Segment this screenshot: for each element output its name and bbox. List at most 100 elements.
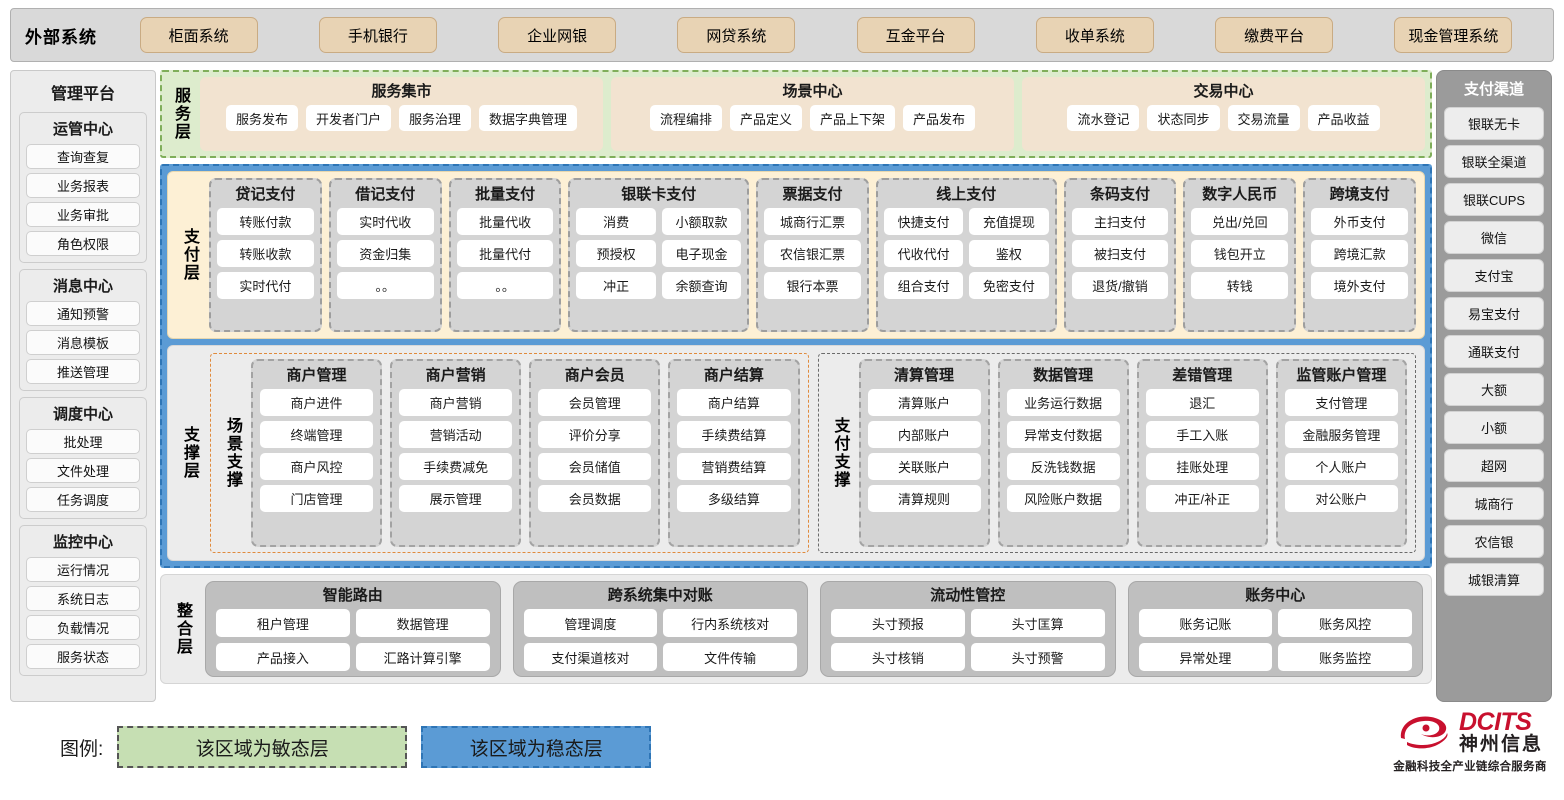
external-system-item[interactable]: 缴费平台 [1215, 17, 1333, 53]
management-item[interactable]: 角色权限 [26, 231, 140, 256]
payment-channel-item[interactable]: 城银清算 [1444, 563, 1544, 596]
management-item[interactable]: 任务调度 [26, 487, 140, 512]
external-system-item[interactable]: 收单系统 [1036, 17, 1154, 53]
support-item[interactable]: 营销活动 [399, 421, 512, 448]
payment-channel-item[interactable]: 微信 [1444, 221, 1544, 254]
support-item[interactable]: 会员储值 [538, 453, 651, 480]
integration-item[interactable]: 头寸预报 [831, 609, 965, 637]
support-item[interactable]: 支付管理 [1285, 389, 1398, 416]
payment-item[interactable]: 外币支付 [1311, 208, 1408, 235]
management-item[interactable]: 负载情况 [26, 615, 140, 640]
payment-channel-item[interactable]: 银联CUPS [1444, 183, 1544, 216]
integration-item[interactable]: 头寸匡算 [971, 609, 1105, 637]
support-item[interactable]: 展示管理 [399, 485, 512, 512]
service-item[interactable]: 数据字典管理 [479, 105, 577, 131]
support-item[interactable]: 会员数据 [538, 485, 651, 512]
support-item[interactable]: 金融服务管理 [1285, 421, 1398, 448]
payment-item[interactable]: 兑出/兑回 [1191, 208, 1288, 235]
external-system-item[interactable]: 企业网银 [498, 17, 616, 53]
payment-channel-item[interactable]: 银联无卡 [1444, 107, 1544, 140]
payment-item[interactable]: 鉴权 [969, 240, 1048, 267]
management-item[interactable]: 通知预警 [26, 301, 140, 326]
payment-item[interactable]: 银行本票 [764, 272, 861, 299]
support-item[interactable]: 多级结算 [677, 485, 790, 512]
integration-item[interactable]: 账务风控 [1278, 609, 1412, 637]
integration-item[interactable]: 账务监控 [1278, 643, 1412, 671]
service-item[interactable]: 产品收益 [1308, 105, 1380, 131]
management-item[interactable]: 业务报表 [26, 173, 140, 198]
payment-item[interactable]: 转钱 [1191, 272, 1288, 299]
payment-item[interactable]: 免密支付 [969, 272, 1048, 299]
support-item[interactable]: 反洗钱数据 [1007, 453, 1120, 480]
payment-channel-item[interactable]: 支付宝 [1444, 259, 1544, 292]
support-item[interactable]: 商户结算 [677, 389, 790, 416]
payment-item[interactable]: 农信银汇票 [764, 240, 861, 267]
payment-item[interactable]: 跨境汇款 [1311, 240, 1408, 267]
integration-item[interactable]: 文件传输 [663, 643, 797, 671]
support-item[interactable]: 评价分享 [538, 421, 651, 448]
support-item[interactable]: 门店管理 [260, 485, 373, 512]
service-item[interactable]: 服务发布 [226, 105, 298, 131]
payment-item[interactable]: 充值提现 [969, 208, 1048, 235]
support-item[interactable]: 个人账户 [1285, 453, 1398, 480]
service-item[interactable]: 产品定义 [730, 105, 802, 131]
service-item[interactable]: 状态同步 [1147, 105, 1219, 131]
payment-item[interactable]: 钱包开立 [1191, 240, 1288, 267]
payment-channel-item[interactable]: 超网 [1444, 449, 1544, 482]
integration-item[interactable]: 头寸预警 [971, 643, 1105, 671]
support-item[interactable]: 内部账户 [868, 421, 981, 448]
support-item[interactable]: 商户进件 [260, 389, 373, 416]
support-item[interactable]: 关联账户 [868, 453, 981, 480]
management-item[interactable]: 文件处理 [26, 458, 140, 483]
integration-item[interactable]: 异常处理 [1139, 643, 1273, 671]
external-system-item[interactable]: 手机银行 [319, 17, 437, 53]
payment-channel-item[interactable]: 银联全渠道 [1444, 145, 1544, 178]
payment-item[interactable]: 冲正 [576, 272, 655, 299]
integration-item[interactable]: 租户管理 [216, 609, 350, 637]
management-item[interactable]: 服务状态 [26, 644, 140, 669]
integration-item[interactable]: 行内系统核对 [663, 609, 797, 637]
integration-item[interactable]: 产品接入 [216, 643, 350, 671]
management-item[interactable]: 业务审批 [26, 202, 140, 227]
external-system-item[interactable]: 网贷系统 [677, 17, 795, 53]
payment-channel-item[interactable]: 通联支付 [1444, 335, 1544, 368]
payment-item[interactable]: 消费 [576, 208, 655, 235]
integration-item[interactable]: 数据管理 [356, 609, 490, 637]
management-item[interactable]: 批处理 [26, 429, 140, 454]
support-item[interactable]: 对公账户 [1285, 485, 1398, 512]
support-item[interactable]: 退汇 [1146, 389, 1259, 416]
service-item[interactable]: 开发者门户 [306, 105, 391, 131]
payment-item[interactable]: 转账付款 [217, 208, 314, 235]
payment-item[interactable]: 小额取款 [662, 208, 741, 235]
integration-item[interactable]: 支付渠道核对 [524, 643, 658, 671]
management-item[interactable]: 消息模板 [26, 330, 140, 355]
payment-channel-item[interactable]: 易宝支付 [1444, 297, 1544, 330]
payment-item[interactable]: 电子现金 [662, 240, 741, 267]
management-item[interactable]: 系统日志 [26, 586, 140, 611]
service-item[interactable]: 流程编排 [650, 105, 722, 131]
management-item[interactable]: 推送管理 [26, 359, 140, 384]
payment-item[interactable]: 余额查询 [662, 272, 741, 299]
payment-item[interactable]: 组合支付 [884, 272, 963, 299]
payment-item[interactable]: 。。 [457, 272, 554, 299]
integration-item[interactable]: 头寸核销 [831, 643, 965, 671]
payment-item[interactable]: 。。 [337, 272, 434, 299]
support-item[interactable]: 清算规则 [868, 485, 981, 512]
payment-item[interactable]: 批量代收 [457, 208, 554, 235]
payment-item[interactable]: 境外支付 [1311, 272, 1408, 299]
support-item[interactable]: 会员管理 [538, 389, 651, 416]
support-item[interactable]: 风险账户数据 [1007, 485, 1120, 512]
payment-channel-item[interactable]: 农信银 [1444, 525, 1544, 558]
payment-item[interactable]: 实时代收 [337, 208, 434, 235]
service-item[interactable]: 交易流量 [1228, 105, 1300, 131]
support-item[interactable]: 手工入账 [1146, 421, 1259, 448]
support-item[interactable]: 冲正/补正 [1146, 485, 1259, 512]
service-item[interactable]: 产品发布 [903, 105, 975, 131]
payment-item[interactable]: 快捷支付 [884, 208, 963, 235]
payment-item[interactable]: 转账收款 [217, 240, 314, 267]
support-item[interactable]: 清算账户 [868, 389, 981, 416]
support-item[interactable]: 手续费结算 [677, 421, 790, 448]
external-system-item[interactable]: 互金平台 [857, 17, 975, 53]
payment-item[interactable]: 资金归集 [337, 240, 434, 267]
service-item[interactable]: 产品上下架 [810, 105, 895, 131]
